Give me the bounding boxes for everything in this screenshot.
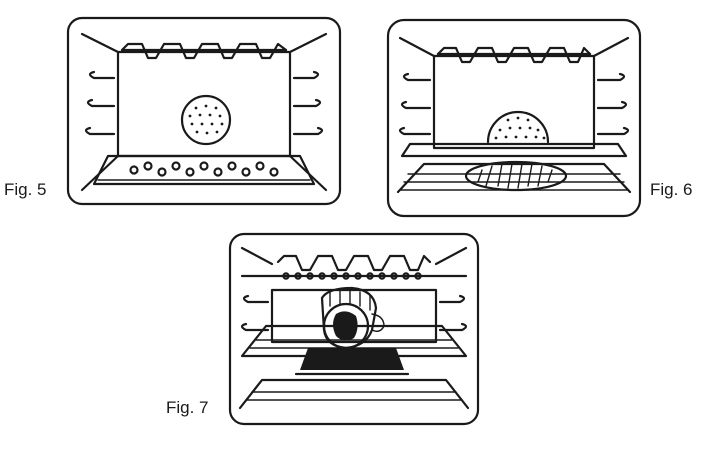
round-dish (486, 110, 550, 144)
drip-pan (300, 348, 404, 370)
drip-dish-hatching (477, 163, 553, 189)
bottom-rack (238, 378, 470, 410)
bottom-rack-bars (245, 391, 463, 401)
figure-label-fig7: Fig. 7 (166, 398, 209, 417)
left-rack-supports (240, 294, 270, 332)
oven-illustration-fig6 (386, 18, 642, 218)
top-heating-element (276, 254, 432, 272)
wire-rack (400, 142, 628, 158)
oven-cavity-outline (386, 18, 642, 218)
rack-coils (282, 272, 422, 280)
rotisserie-roast (320, 286, 385, 350)
right-rack-supports (596, 72, 630, 136)
bottom-tray (92, 154, 316, 186)
drip-dish (464, 160, 568, 192)
round-dish (180, 94, 232, 146)
oven-illustration-fig7 (228, 232, 480, 426)
oven-back-wall (116, 50, 292, 158)
right-rack-supports (292, 70, 324, 136)
oven-back-wall (432, 54, 596, 150)
bottom-element-coils (129, 161, 279, 177)
lower-shelf (396, 162, 632, 194)
oven-cavity-outline (228, 232, 480, 426)
figure-label-fig5: Fig. 5 (4, 180, 47, 199)
figure-label-fig6: Fig. 6 (650, 180, 693, 199)
dish-dots (494, 116, 546, 140)
dish-dots (188, 104, 224, 135)
right-rack-supports (438, 294, 468, 332)
oven-back-wall (270, 288, 438, 344)
oven-cavity-outline (66, 16, 342, 206)
top-heating-element (436, 46, 592, 64)
oven-illustration-fig5 (66, 16, 342, 206)
shelf-grill-lines (399, 173, 629, 191)
left-rack-supports (398, 72, 432, 136)
top-heating-element (120, 42, 288, 60)
left-rack-supports (84, 70, 116, 136)
